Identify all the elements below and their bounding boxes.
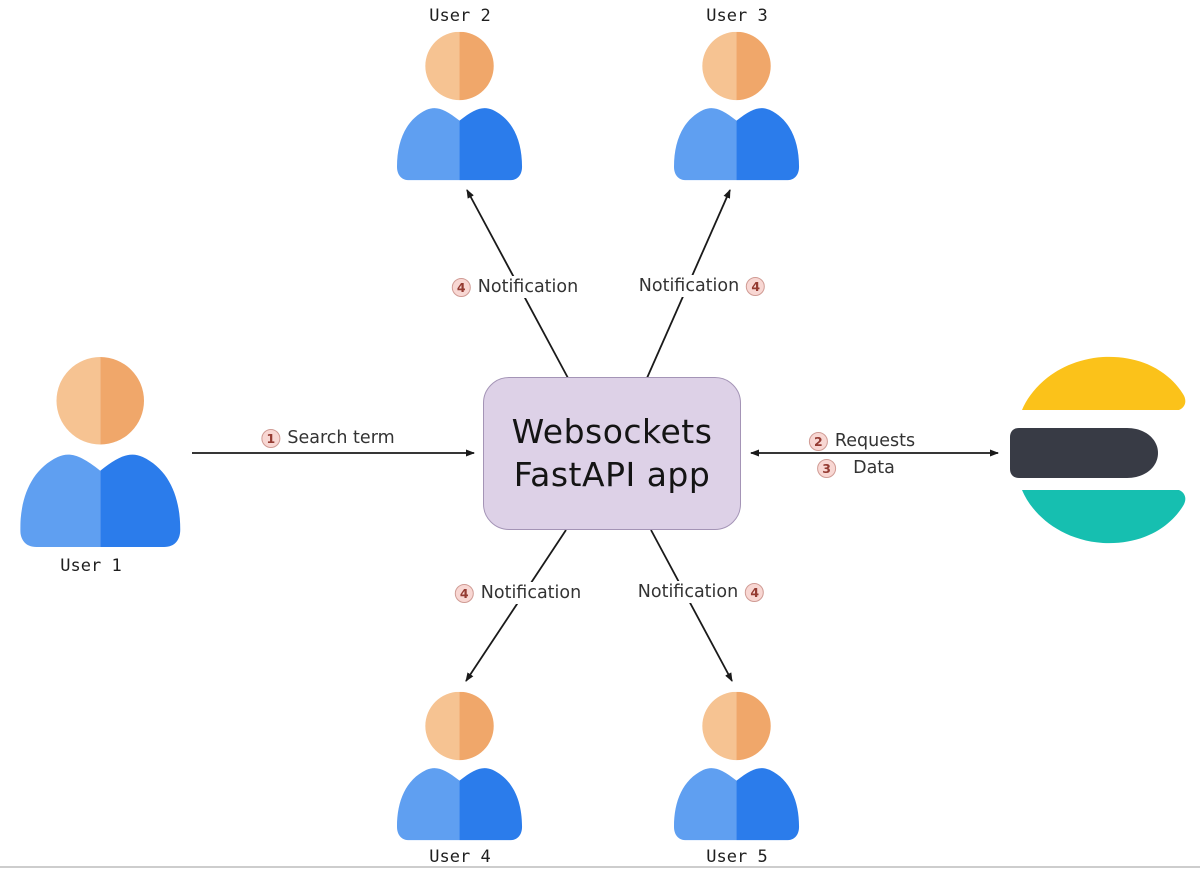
elasticsearch-logo xyxy=(1010,356,1186,544)
elasticsearch-logo-bottom-icon xyxy=(1022,490,1186,544)
app-node-title-line2: FastAPI app xyxy=(513,454,711,494)
notification-user5-label: Notification 4 xyxy=(632,581,770,603)
notification-user4-text: Notification xyxy=(480,583,582,603)
app-node-title-line1: Websockets xyxy=(511,411,713,451)
data-text: Data xyxy=(853,458,895,478)
notification-user4-label: 4 Notification xyxy=(449,582,587,604)
notification-user5-text: Notification xyxy=(637,582,739,602)
notification-user3-text: Notification xyxy=(638,276,740,296)
requests-text: Requests xyxy=(834,431,916,451)
user5-person-icon xyxy=(674,690,801,842)
user2-person-icon xyxy=(397,30,524,182)
notification-user2-text: Notification xyxy=(477,277,579,297)
step4-badge: 4 xyxy=(454,583,474,603)
search-term-text: Search term xyxy=(287,428,395,448)
user3-label: User 3 xyxy=(706,6,768,26)
step4-badge: 4 xyxy=(451,277,471,297)
fastapi-app-node: Websockets FastAPI app xyxy=(483,377,741,530)
notification-user2-label: 4 Notification xyxy=(446,276,584,298)
user1-person-icon xyxy=(20,357,183,547)
step3-badge: 3 xyxy=(817,458,837,478)
data-label: 3 Data xyxy=(812,457,900,479)
user1-label: User 1 xyxy=(60,556,122,576)
user4-person-icon xyxy=(397,690,524,842)
step1-badge: 1 xyxy=(261,428,281,448)
step4-badge: 4 xyxy=(746,276,766,296)
user4-label: User 4 xyxy=(429,847,491,867)
notification-user3-label: Notification 4 xyxy=(633,275,771,297)
user3-person-icon xyxy=(674,30,801,182)
arrow-app-to-user4 xyxy=(465,529,567,682)
bottom-divider xyxy=(0,866,1200,868)
arrow-app-to-user5 xyxy=(650,529,733,682)
user5-label: User 5 xyxy=(706,847,768,867)
search-term-label: 1 Search term xyxy=(256,427,400,449)
requests-label: 2 Requests xyxy=(803,430,921,452)
elasticsearch-logo-top-icon xyxy=(1022,356,1186,410)
elasticsearch-logo-middle-icon xyxy=(1010,428,1158,478)
user2-label: User 2 xyxy=(429,6,491,26)
step2-badge: 2 xyxy=(808,431,828,451)
step4-badge: 4 xyxy=(745,582,765,602)
